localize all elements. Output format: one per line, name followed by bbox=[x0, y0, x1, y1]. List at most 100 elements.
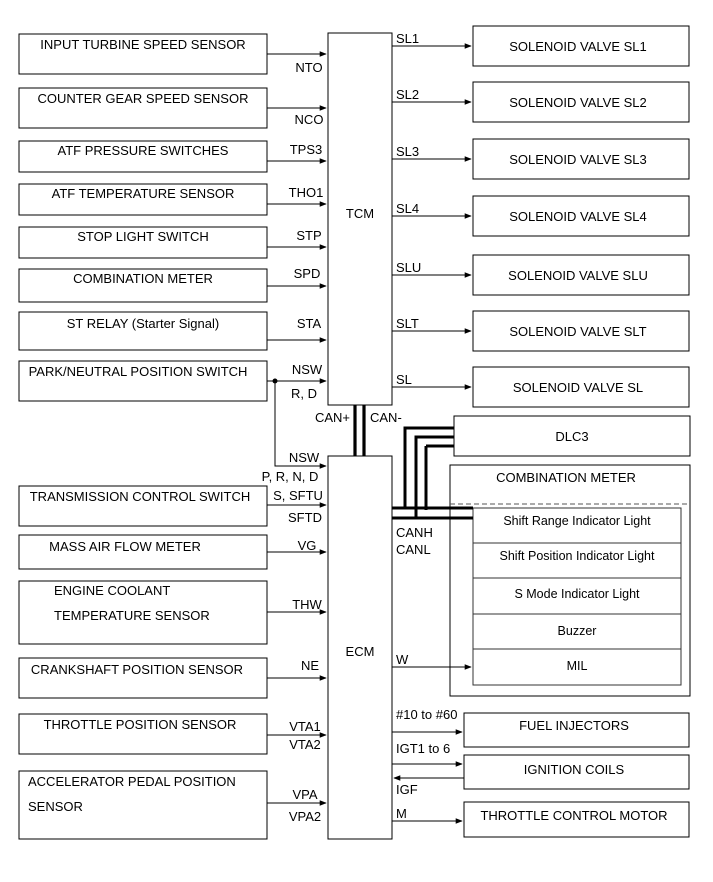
tcm-input-3: ATF PRESSURE SWITCHES TPS3 bbox=[18, 140, 327, 173]
shift-range-indicator-light-box bbox=[472, 507, 682, 544]
sta-signal-label: STA bbox=[297, 316, 322, 331]
tcm-input-2: COUNTER GEAR SPEED SENSOR NCO bbox=[18, 87, 327, 129]
solenoid-valve-sl4-label: SOLENOID VALVE SL4 bbox=[509, 209, 647, 224]
thw-signal-label: THW bbox=[292, 597, 322, 612]
solenoid-valve-slt-label: SOLENOID VALVE SLT bbox=[509, 324, 646, 339]
tcm-output-3: SL3 SOLENOID VALVE SL3 bbox=[392, 138, 690, 180]
sl4-signal-label: SL4 bbox=[396, 201, 419, 216]
vta2-signal-label: VTA2 bbox=[289, 737, 321, 752]
input-turbine-speed-sensor-box bbox=[18, 33, 268, 75]
accelerator-pedal-position-sensor-label-line1: ACCELERATOR PEDAL POSITION bbox=[28, 774, 236, 789]
ecm-input-5: THROTTLE POSITION SENSOR VTA1 VTA2 bbox=[18, 713, 327, 755]
nco-signal-label: NCO bbox=[295, 112, 324, 127]
combination-meter-title: COMBINATION METER bbox=[496, 470, 636, 485]
engine-coolant-temp-sensor-box bbox=[18, 580, 268, 645]
igf-signal-label: IGF bbox=[396, 782, 418, 797]
nto-signal-label: NTO bbox=[295, 60, 322, 75]
m-signal-label: M bbox=[396, 806, 407, 821]
counter-gear-speed-sensor-label: COUNTER GEAR SPEED SENSOR bbox=[38, 91, 249, 106]
vpa-signal-label: VPA bbox=[292, 787, 317, 802]
throttle-position-sensor-box bbox=[18, 713, 268, 755]
can-minus-label: CAN- bbox=[370, 410, 402, 425]
canl-label: CANL bbox=[396, 542, 431, 557]
stp-signal-label: STP bbox=[296, 228, 321, 243]
shift-position-indicator-light-label: Shift Position Indicator Light bbox=[500, 549, 655, 563]
tho1-signal-label: THO1 bbox=[289, 185, 324, 200]
igt-signal-label: IGT1 to 6 bbox=[396, 741, 450, 756]
ecm-input-1: TRANSMISSION CONTROL SWITCH S, SFTU SFTD bbox=[18, 485, 327, 527]
slu-signal-label: SLU bbox=[396, 260, 421, 275]
engine-coolant-temp-sensor-label-line2: TEMPERATURE SENSOR bbox=[54, 608, 210, 623]
tcm-input-7: ST RELAY (Starter Signal) STA bbox=[18, 311, 327, 351]
atf-pressure-switches-box bbox=[18, 140, 268, 173]
combination-meter-input-label: COMBINATION METER bbox=[73, 271, 213, 286]
accelerator-pedal-position-sensor-box bbox=[18, 770, 268, 840]
tps3-signal-label: TPS3 bbox=[290, 142, 323, 157]
tcm-input-8: PARK/NEUTRAL POSITION SWITCH NSW R, D bbox=[18, 360, 327, 469]
mass-air-flow-meter-label: MASS AIR FLOW METER bbox=[49, 539, 201, 554]
ecm-input-6: ACCELERATOR PEDAL POSITION SENSOR VPA VP… bbox=[18, 770, 327, 840]
stop-light-switch-label: STOP LIGHT SWITCH bbox=[77, 229, 208, 244]
ecm-input-4: CRANKSHAFT POSITION SENSOR NE bbox=[18, 657, 327, 699]
buzzer-box bbox=[472, 613, 682, 650]
ne-signal-label: NE bbox=[301, 658, 319, 673]
ignition-coils-box bbox=[463, 754, 690, 790]
solenoid-valve-sl3-label: SOLENOID VALVE SL3 bbox=[509, 152, 647, 167]
throttle-control-motor-label: THROTTLE CONTROL MOTOR bbox=[480, 808, 667, 823]
ecm-output-1: #10 to #60 FUEL INJECTORS bbox=[392, 707, 690, 748]
dlc3-label: DLC3 bbox=[555, 429, 588, 444]
atf-temperature-sensor-label: ATF TEMPERATURE SENSOR bbox=[52, 186, 235, 201]
st-relay-box bbox=[18, 311, 268, 351]
can-bus-ecm-dlc3: CANH CANL bbox=[392, 426, 473, 557]
tcm-box bbox=[327, 32, 393, 406]
w-signal-label: W bbox=[396, 652, 409, 667]
stop-light-switch-box bbox=[18, 226, 268, 259]
tcm-output-4: SL4 SOLENOID VALVE SL4 bbox=[392, 195, 690, 237]
injector-signal-label: #10 to #60 bbox=[396, 707, 457, 722]
solenoid-valve-sl2-box bbox=[472, 81, 690, 123]
fuel-injectors-box bbox=[463, 712, 690, 748]
nsw-ecm-branch-wire bbox=[274, 381, 327, 469]
ecm-output-2: IGT1 to 6 IGF IGNITION COILS bbox=[392, 741, 690, 797]
atf-pressure-switches-label: ATF PRESSURE SWITCHES bbox=[58, 143, 229, 158]
sl3-signal-label: SL3 bbox=[396, 144, 419, 159]
solenoid-valve-sl-label: SOLENOID VALVE SL bbox=[513, 380, 643, 395]
ecm-box bbox=[327, 455, 393, 840]
tcm-input-1: INPUT TURBINE SPEED SENSOR NTO bbox=[18, 33, 327, 75]
canh-label: CANH bbox=[396, 525, 433, 540]
solenoid-valve-sl2-label: SOLENOID VALVE SL2 bbox=[509, 95, 647, 110]
solenoid-valve-sl1-box bbox=[472, 25, 690, 67]
sftd-signal-label: SFTD bbox=[288, 510, 322, 525]
nsw-tcm-range-label: R, D bbox=[291, 386, 317, 401]
ecm-input-3: ENGINE COOLANT TEMPERATURE SENSOR THW bbox=[18, 580, 327, 645]
s-mode-indicator-light-label: S Mode Indicator Light bbox=[514, 587, 640, 601]
solenoid-valve-slu-label: SOLENOID VALVE SLU bbox=[508, 268, 648, 283]
atf-temperature-sensor-box bbox=[18, 183, 268, 216]
sl1-signal-label: SL1 bbox=[396, 31, 419, 46]
slt-signal-label: SLT bbox=[396, 316, 419, 331]
tcm-input-6: COMBINATION METER SPD bbox=[18, 266, 327, 303]
solenoid-valve-sl-box bbox=[472, 366, 690, 408]
tcm-output-1: SL1 SOLENOID VALVE SL1 bbox=[392, 25, 690, 67]
sftu-signal-label: S, SFTU bbox=[273, 488, 323, 503]
accelerator-pedal-position-sensor-label-line2: SENSOR bbox=[28, 799, 83, 814]
mil-box bbox=[472, 648, 682, 686]
ecm-input-2: MASS AIR FLOW METER VG bbox=[18, 534, 327, 570]
nsw-tcm-signal-label: NSW bbox=[292, 362, 323, 377]
solenoid-valve-slu-box bbox=[472, 254, 690, 296]
tcm-input-4: ATF TEMPERATURE SENSOR THO1 bbox=[18, 183, 327, 216]
throttle-position-sensor-label: THROTTLE POSITION SENSOR bbox=[44, 717, 237, 732]
mass-air-flow-meter-box bbox=[18, 534, 268, 570]
fuel-injectors-label: FUEL INJECTORS bbox=[519, 718, 629, 733]
park-neutral-position-switch-box bbox=[18, 360, 268, 402]
tcm-output-7: SL SOLENOID VALVE SL bbox=[392, 366, 690, 408]
tcm-label: TCM bbox=[346, 206, 374, 221]
can-bus-tcm-ecm: CAN+ CAN- bbox=[315, 405, 402, 456]
vpa2-signal-label: VPA2 bbox=[289, 809, 321, 824]
st-relay-label: ST RELAY (Starter Signal) bbox=[67, 316, 219, 331]
tcm-output-6: SLT SOLENOID VALVE SLT bbox=[392, 310, 690, 352]
counter-gear-speed-sensor-box bbox=[18, 87, 268, 129]
transmission-control-switch-box bbox=[18, 485, 268, 527]
